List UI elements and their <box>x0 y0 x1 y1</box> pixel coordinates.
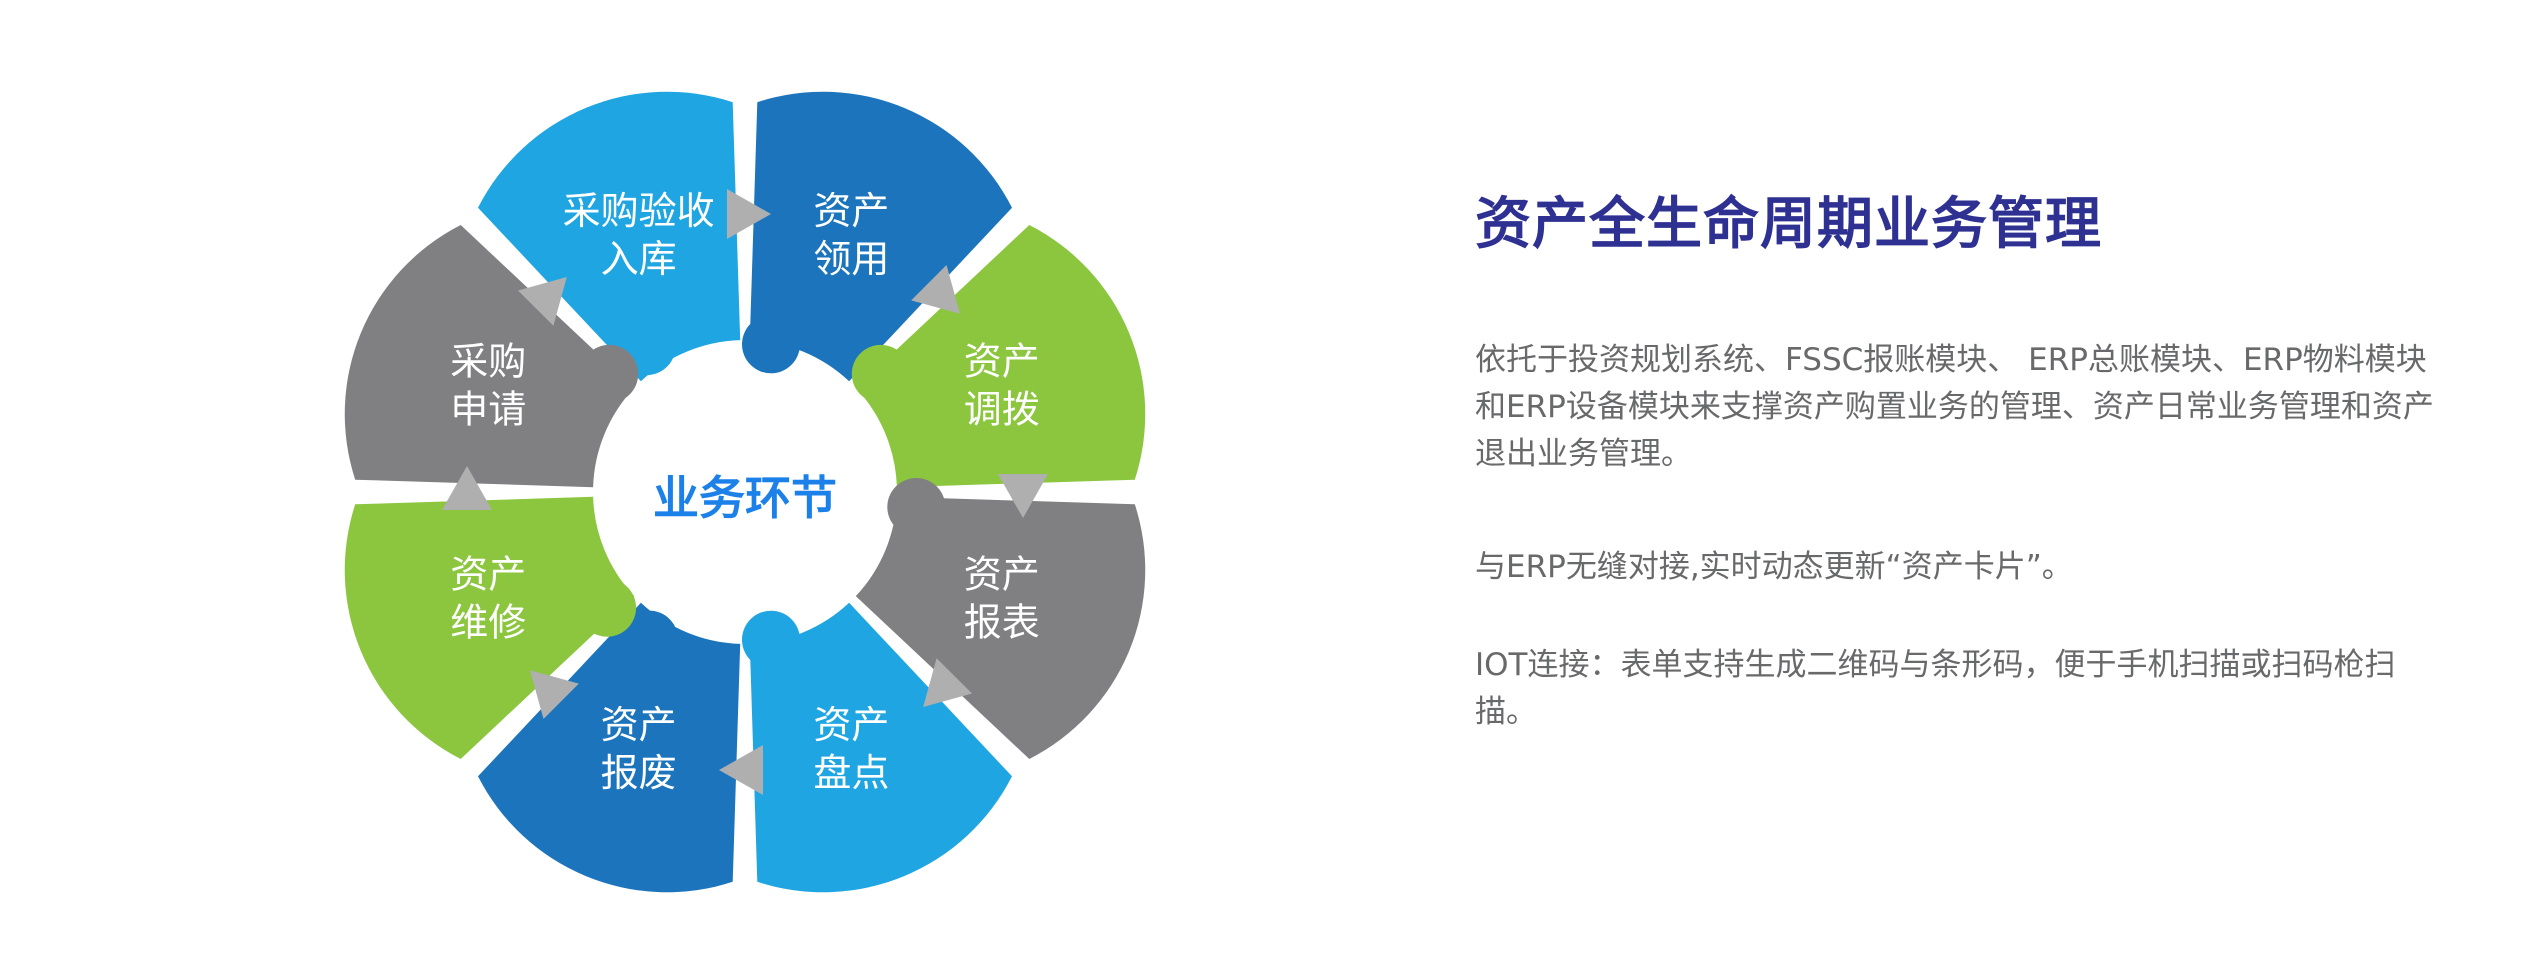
segment-label-line: 报废 <box>601 751 677 795</box>
body-paragraph: 依托于投资规划系统、FSSC报账模块、 ERP总账模块、ERP物料模块 和ERP… <box>1475 337 2434 478</box>
segment-label-line: 资产 <box>813 189 889 233</box>
flow-arrow-icon <box>911 265 960 314</box>
puzzle-knob <box>742 610 800 669</box>
text-line: 退出业务管理。 <box>1475 436 1692 472</box>
text-line: 与ERP无缝对接,实时动态更新“资产卡片”。 <box>1475 549 2073 585</box>
segment-label-line: 调拨 <box>964 388 1040 432</box>
arrows-group <box>442 189 1048 795</box>
segment-label-line: 资产 <box>964 340 1040 384</box>
body-paragraph: 与ERP无缝对接,实时动态更新“资产卡片”。 <box>1475 544 2380 591</box>
puzzle-segment-asset-requisition <box>749 91 1012 382</box>
text-line: 描。 <box>1475 694 1537 730</box>
puzzle-knob <box>620 610 679 669</box>
segment-label-line: 采购验收 <box>563 189 715 233</box>
flow-arrow-icon <box>442 466 492 510</box>
flow-arrow-icon <box>719 745 763 795</box>
text-line: IOT连接：表单支持生成二维码与条形码，便于手机扫描或扫码枪扫 <box>1475 647 2396 683</box>
segment-label-line: 资产 <box>450 552 526 596</box>
puzzle-segment-asset-repair <box>344 496 635 759</box>
puzzle-segment-purchase-acceptance-warehousing <box>478 91 741 382</box>
puzzle-knob <box>580 344 639 403</box>
segment-label-line: 资产 <box>813 703 889 747</box>
segment-label-line: 申请 <box>450 388 526 432</box>
diagram-center-label: 业务环节 <box>653 471 837 525</box>
section-heading: 资产全生命周期业务管理 <box>1475 192 2102 257</box>
description-panel: 资产全生命周期业务管理 依托于投资规划系统、FSSC报账模块、 ERP总账模块、… <box>1475 192 2434 736</box>
segment-label-line: 资产 <box>964 552 1040 596</box>
puzzle-segment-asset-report <box>855 496 1146 759</box>
puzzle-segment-asset-inventory <box>749 602 1012 893</box>
text-line: 依托于投资规划系统、FSSC报账模块、 ERP总账模块、ERP物料模块 <box>1475 342 2427 378</box>
segment-label-line: 维修 <box>450 600 526 644</box>
flow-arrow-icon <box>727 189 771 239</box>
flow-arrow-icon <box>518 277 567 326</box>
puzzle-knob <box>578 578 637 637</box>
puzzle-segment-asset-scrap <box>478 602 741 893</box>
segment-label-line: 入库 <box>601 237 677 281</box>
segment-label-line: 领用 <box>813 237 889 281</box>
flow-arrow-icon <box>998 474 1048 518</box>
puzzle-knob <box>742 315 800 374</box>
puzzle-segment-purchase-request <box>344 225 635 488</box>
body-paragraph: IOT连接：表单支持生成二维码与条形码，便于手机扫描或扫码枪扫 描。 <box>1475 642 2396 736</box>
segment-label-line: 报表 <box>964 600 1040 644</box>
puzzle-segment-asset-transfer <box>855 225 1146 488</box>
puzzle-knob <box>851 344 910 403</box>
segment-label-line: 资产 <box>601 703 677 747</box>
segment-label-line: 盘点 <box>813 751 889 795</box>
flow-arrow-icon <box>923 658 972 707</box>
segment-label-line: 采购 <box>450 340 526 384</box>
text-line: 和ERP设备模块来支撑资产购置业务的管理、资产日常业务管理和资产 <box>1475 389 2434 425</box>
flow-arrow-icon <box>530 670 579 719</box>
puzzle-knob <box>887 478 946 536</box>
